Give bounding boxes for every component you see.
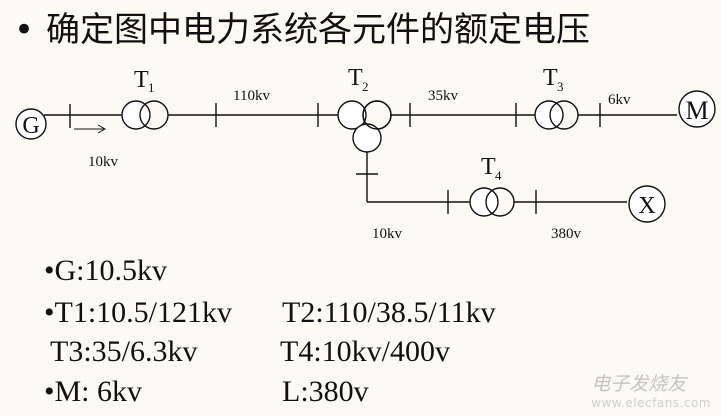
label-35kv: 35kv — [428, 88, 459, 104]
t3-label: T — [543, 65, 558, 91]
motor-label: M — [685, 96, 708, 125]
load-label: X — [638, 193, 655, 219]
t4-label: T — [481, 154, 496, 180]
t4-subscript: 4 — [495, 168, 502, 183]
watermark-brand: 电子发烧友 — [591, 373, 687, 395]
label-gen-10kv: 10kv — [88, 154, 119, 170]
title-bullet: • — [14, 10, 35, 50]
t2-subscript: 2 — [362, 79, 369, 94]
bus-ticks — [69, 103, 601, 214]
slide-title: • 确定图中电力系统各元件的额定电压 — [14, 8, 590, 52]
t2-label: T — [348, 65, 363, 91]
rating-g: •G:10.5kv — [44, 254, 168, 287]
watermark-url: www.elecfans.com — [591, 396, 711, 410]
label-branch-10kv: 10kv — [372, 226, 403, 242]
t3-subscript: 3 — [557, 79, 564, 94]
rating-t2: T2:110/38.5/11kv — [282, 296, 496, 329]
load-icon — [628, 185, 666, 223]
rating-t3: T3:35/6.3kv — [50, 335, 198, 368]
label-6kv: 6kv — [608, 92, 631, 108]
title-text: 确定图中电力系统各元件的额定电压 — [46, 10, 590, 50]
transformer-t4-icon — [469, 187, 515, 217]
rating-m: •M: 6kv — [44, 375, 143, 408]
transformer-t2-icon — [337, 100, 392, 153]
generator-label: G — [22, 113, 39, 139]
power-flow-arrow — [74, 124, 107, 134]
rating-t1: •T1:10.5/121kv — [44, 296, 232, 329]
motor-icon — [678, 90, 716, 128]
label-110kv: 110kv — [233, 88, 270, 104]
watermark: 电子发烧友 www.elecfans.com — [591, 369, 711, 410]
t1-subscript: 1 — [148, 80, 155, 95]
rating-l: L:380v — [282, 375, 369, 408]
generator-icon — [15, 108, 47, 140]
rating-t4: T4:10kv/400v — [280, 335, 450, 368]
transformer-t1-icon — [121, 100, 169, 130]
transformer-t3-icon — [534, 100, 579, 130]
label-380v: 380v — [551, 226, 582, 242]
t1-label: T — [134, 67, 149, 93]
